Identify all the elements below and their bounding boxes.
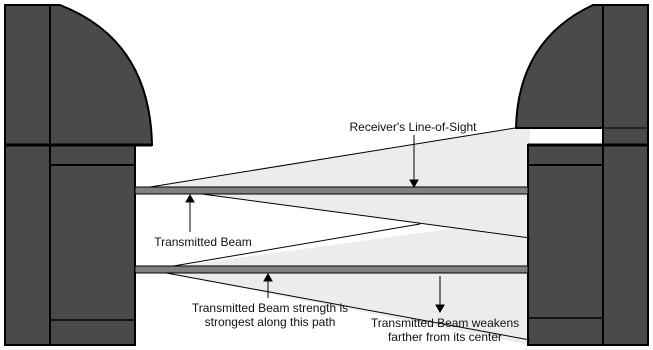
callout-arrows (185, 135, 445, 314)
left-housing (4, 4, 154, 346)
transmitted-beam-label: Transmitted Beam (154, 235, 252, 249)
weakens-label-line1: Transmitted Beam weakens (371, 316, 519, 330)
strength-label-line1: Transmitted Beam strength is (192, 301, 348, 315)
right-housing (514, 4, 649, 346)
upper-beam (134, 186, 529, 195)
receiver-los-cone (150, 128, 530, 238)
weakens-label-line2: farther from its center (388, 330, 502, 344)
beam-spread-cone (150, 218, 530, 345)
cone-edges (149, 127, 531, 341)
lower-beam (134, 265, 529, 274)
receiver-los-label: Receiver's Line-of-Sight (349, 120, 477, 134)
strength-label-line2: strongest along this path (205, 315, 336, 329)
